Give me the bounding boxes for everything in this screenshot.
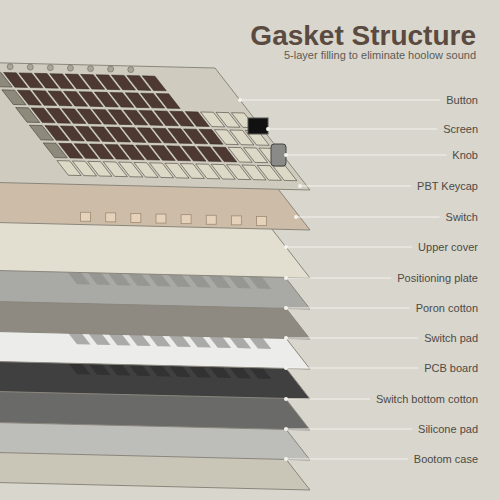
leader-line (286, 308, 410, 309)
keycap (156, 94, 180, 109)
keycap (273, 166, 297, 181)
switch-body (256, 216, 266, 225)
part-label: PBT Keycap (417, 180, 478, 192)
switch-body (131, 213, 141, 222)
leader-dot (294, 215, 298, 219)
part-label: Bootom case (414, 453, 478, 465)
switch-body (231, 216, 241, 225)
leader-line (296, 217, 440, 218)
switch-body (106, 213, 116, 222)
part-label: Switch pad (424, 332, 478, 344)
leader-dot (284, 276, 288, 280)
leader-line (300, 186, 411, 187)
leader-dot (284, 397, 288, 401)
subtitle: 5-layer filling to eliminate hoolow soun… (284, 49, 476, 61)
knob (271, 144, 286, 166)
button (67, 65, 73, 71)
leader-dot (284, 336, 288, 340)
button (27, 64, 33, 70)
part-label: Knob (452, 149, 478, 161)
part-label: Button (446, 94, 478, 106)
leader-line (286, 278, 391, 279)
leader-line (286, 368, 418, 369)
part-label: Switch (446, 211, 478, 223)
leader-dot (284, 427, 288, 431)
leader-dot (266, 127, 270, 131)
button (88, 66, 94, 72)
part-label: Upper cover (418, 241, 478, 253)
leader-dot (284, 306, 288, 310)
part-label: Positioning plate (397, 272, 478, 284)
part-label: Screen (443, 123, 478, 135)
part-label: PCB board (424, 362, 478, 374)
leader-dot (238, 98, 242, 102)
keycap-layer (0, 60, 310, 190)
switch-body (81, 212, 91, 221)
leader-dot (284, 457, 288, 461)
part-label: Silicone pad (418, 423, 478, 435)
button (108, 66, 114, 72)
leader-line (286, 338, 418, 339)
leader-line (240, 100, 440, 101)
leader-line (286, 459, 408, 460)
keycap (142, 76, 166, 91)
screen (248, 118, 268, 134)
leader-line (286, 399, 370, 400)
leader-line (286, 155, 446, 156)
leader-line (286, 429, 412, 430)
leader-dot (284, 245, 288, 249)
part-label: Switch bottom cotton (376, 393, 478, 405)
button (7, 64, 13, 70)
leader-dot (298, 184, 302, 188)
button (128, 67, 134, 73)
leader-line (286, 247, 412, 248)
switch-body (156, 214, 166, 223)
switch-body (181, 215, 191, 224)
switch-body (206, 215, 216, 224)
leader-line (268, 129, 437, 130)
part-label: Poron cotton (416, 302, 478, 314)
title: Gasket Structure (250, 20, 476, 52)
leader-dot (284, 153, 288, 157)
button (47, 65, 53, 71)
leader-dot (284, 366, 288, 370)
